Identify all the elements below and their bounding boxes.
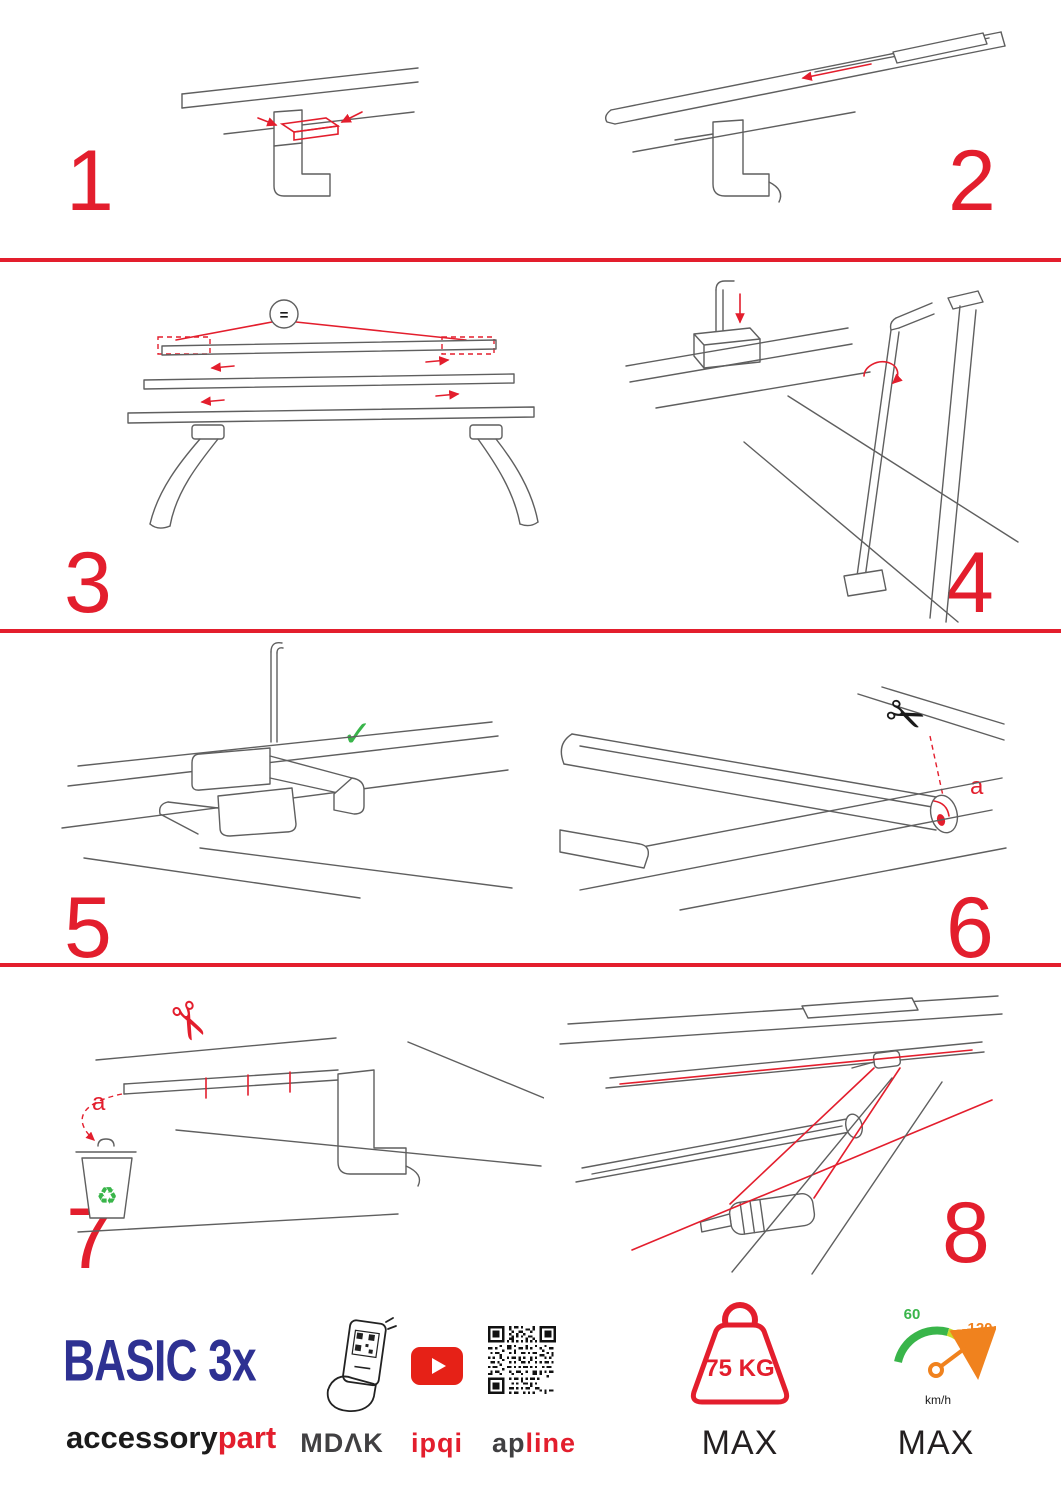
max-weight-icon: 75 KG	[690, 1302, 790, 1405]
scissors-icon: ✂	[877, 683, 934, 748]
speed-120-label: 120	[967, 1320, 992, 1337]
apline-ap: ap	[491, 1428, 526, 1458]
equal-spacing-badge	[269, 299, 299, 329]
step-6-number: 6	[946, 880, 994, 976]
step-1-number: 1	[66, 133, 114, 229]
equals-sign: =	[280, 307, 289, 324]
brand-wordmark-part: part	[217, 1420, 277, 1455]
max-weight-label: MAX	[701, 1424, 779, 1462]
allen-key-icon	[895, 302, 933, 319]
brand-wordmark-accessory: accessory	[66, 1420, 218, 1455]
partner-apline-label: apline	[482, 1428, 586, 1459]
section-divider-3	[0, 963, 1061, 967]
step-5-illustration: ✓	[61, 642, 513, 899]
youtube-icon	[411, 1347, 463, 1385]
clip-small	[872, 1050, 901, 1069]
speed-unit-label: km/h	[925, 1393, 951, 1407]
step-4-illustration	[625, 280, 1019, 623]
scissors-icon: ✂	[153, 990, 224, 1053]
section-divider-2	[0, 629, 1061, 633]
step-2-number: 2	[948, 133, 996, 229]
product-name: BASIC 3x	[63, 1328, 257, 1394]
speed-limit-gauge-icon: 60 120 km/h	[894, 1306, 996, 1407]
brand-wordmark: accessorypart	[66, 1420, 276, 1456]
step-8-number: 8	[942, 1185, 990, 1281]
phone-qr-icon	[326, 1317, 397, 1412]
clip-detail	[699, 1193, 816, 1235]
step-2-illustration	[604, 31, 1006, 203]
qr-code-icon	[488, 1326, 556, 1394]
partner-mdak-label: MDΛK	[300, 1428, 384, 1458]
step-3-illustration: =	[127, 299, 539, 529]
step-5-number: 5	[64, 880, 112, 976]
step-1-illustration	[181, 67, 419, 197]
partner-ipqi-label: ipqi	[411, 1428, 463, 1458]
step-7-illustration: ✂ a ♻	[75, 990, 544, 1233]
speed-60-label: 60	[904, 1306, 921, 1323]
section-divider-1	[0, 258, 1061, 262]
cut-point-label: a	[970, 773, 984, 800]
step-6-illustration: ✂ a	[559, 683, 1007, 911]
checkmark-icon: ✓	[342, 714, 372, 755]
apline-line: line	[525, 1428, 577, 1458]
step-4-number: 4	[946, 535, 994, 631]
step-3-number: 3	[64, 535, 112, 631]
step-8-illustration	[559, 995, 1003, 1275]
recycle-icon: ♻	[96, 1182, 118, 1210]
max-weight-value: 75 KG	[705, 1355, 774, 1382]
offcut-label: a	[92, 1089, 106, 1116]
speed-limit-label: MAX	[897, 1424, 975, 1462]
